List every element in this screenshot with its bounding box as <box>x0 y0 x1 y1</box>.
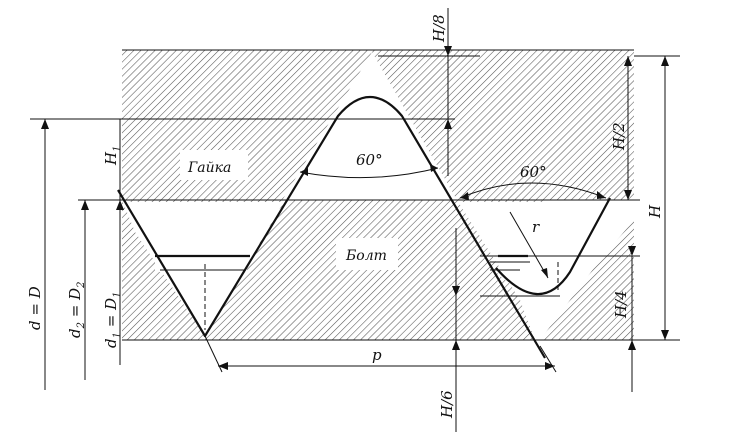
d1-label: d1 = D1 <box>102 292 123 349</box>
d-major-label: d = D <box>26 286 44 330</box>
bolt-label-bg <box>336 238 398 270</box>
nut-label-bg <box>180 150 248 180</box>
angle-top-label: 60° <box>356 151 383 169</box>
h4-label: H/4 <box>612 290 630 319</box>
h-label: H <box>646 204 664 219</box>
left-root-strip <box>155 256 247 272</box>
pitch-label: p <box>372 346 382 364</box>
right-root-fillet <box>496 200 608 294</box>
bolt-label: Болт <box>345 248 387 264</box>
d2-label: d2 = D2 <box>66 282 87 339</box>
nut-label: Гайка <box>187 160 231 176</box>
h6-label: H/6 <box>438 390 456 419</box>
radius-label: r <box>532 218 540 236</box>
angle-arc-top <box>299 167 439 179</box>
nut-hatch-region <box>122 50 634 202</box>
angle-arc-right <box>459 182 607 199</box>
thread-profile-left-flank <box>117 95 546 359</box>
h8-label: H/8 <box>430 14 448 43</box>
radius-leader <box>509 211 549 279</box>
thread-profile-right-root <box>495 197 611 296</box>
h2-label: H/2 <box>610 122 628 151</box>
angle-right-label: 60° <box>520 163 547 181</box>
h1-label: H1 <box>102 146 123 166</box>
